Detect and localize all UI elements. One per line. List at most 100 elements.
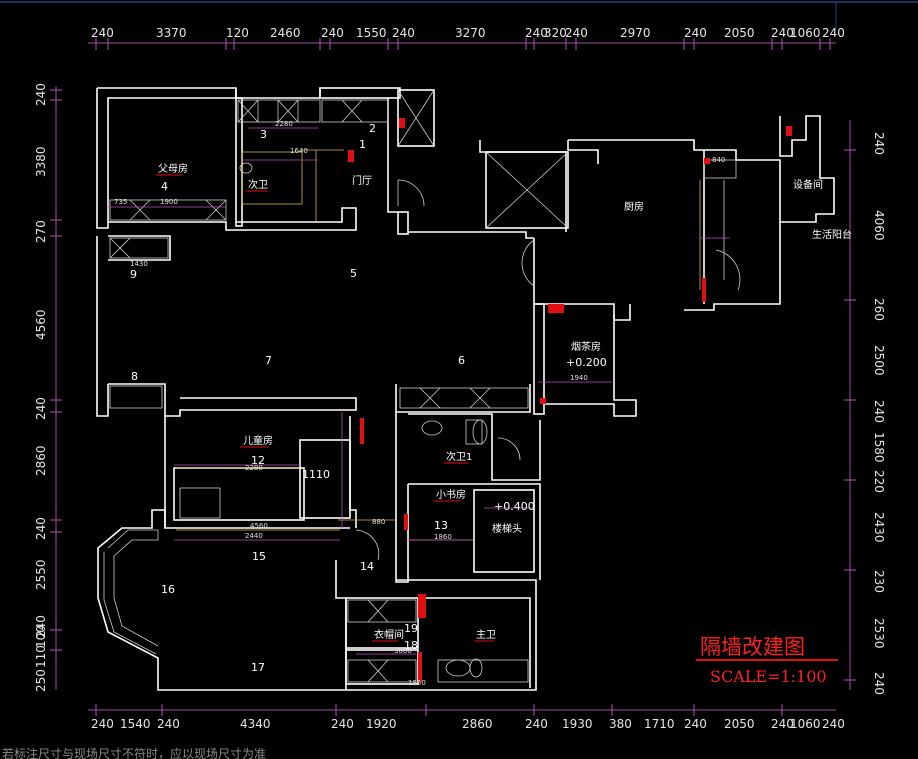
dim-left-5: 240	[34, 397, 48, 420]
walls	[96, 87, 835, 691]
small-dim-6: 4560	[250, 522, 268, 530]
room-label-kitchen: 厨房	[624, 200, 644, 213]
marker-4: 4	[161, 180, 168, 193]
dim-top-1: 240	[91, 26, 114, 40]
room-label-parents: 父母房	[158, 162, 188, 175]
dim-right-11: 240	[872, 672, 886, 695]
dim-bottom-15: 1060	[790, 717, 821, 731]
dim-top-9: 240	[525, 26, 548, 40]
dim-top-5: 240	[321, 26, 344, 40]
dim-left-8: 2550	[34, 559, 48, 590]
internal-dimensions: 2280 1640 1900 2280 2440 4560 1860 1940 …	[114, 120, 725, 687]
dim-top-6: 1550	[356, 26, 387, 40]
room-label-service-balcony: 生活阳台	[812, 228, 852, 241]
marker-19: 19	[404, 622, 418, 635]
marker-3: 3	[260, 128, 267, 141]
dim-left-1: 240	[34, 83, 48, 106]
room-level-tearoom: +0.200	[566, 356, 607, 369]
drawing-note: 若标注尺寸与现场尺寸不符时，应以现场尺寸为准	[2, 746, 266, 759]
markers: 1 2 3 4 5 6 7 8 9 10 11 12 13 14 15 16 1…	[130, 122, 465, 674]
room-label-kids: 儿童房	[243, 434, 273, 447]
small-dim-1: 2280	[275, 120, 293, 128]
marker-13: 13	[434, 519, 448, 532]
dim-left-3: 270	[34, 220, 48, 243]
room-label-master-bath: 主卫	[476, 629, 496, 641]
small-dim-5: 2440	[245, 532, 263, 540]
small-dim-12: 1430	[130, 260, 148, 268]
drawing-title: 隔墙改建图	[700, 635, 805, 659]
room-level-stairs: +0.400	[494, 500, 535, 513]
marker-15: 15	[252, 550, 266, 563]
room-label-bath1: 次卫1	[446, 450, 472, 463]
marker-10: 10	[316, 468, 330, 481]
dim-bottom-14: 240	[771, 717, 794, 731]
marker-6: 6	[458, 354, 465, 367]
marker-2: 2	[369, 122, 376, 135]
marker-17: 17	[251, 661, 265, 674]
dim-bottom-9: 1930	[562, 717, 593, 731]
dim-top-3: 120	[226, 26, 249, 40]
dim-left-2: 3380	[34, 146, 48, 177]
marker-7: 7	[265, 354, 272, 367]
dim-right-2: 4060	[872, 210, 886, 241]
bay-window	[103, 529, 159, 655]
dim-right-10: 2530	[872, 618, 886, 649]
dim-right-9: 230	[872, 570, 886, 593]
dim-right-1: 240	[872, 132, 886, 155]
dim-bottom-13: 2050	[724, 717, 755, 731]
dim-right-7: 220	[872, 470, 886, 493]
marker-14: 14	[360, 560, 374, 573]
dim-left-4: 4560	[34, 309, 48, 340]
dim-top-2: 3370	[156, 26, 187, 40]
small-dim-8: 1940	[570, 374, 588, 382]
small-dim-7: 1860	[434, 533, 452, 541]
fixtures	[239, 162, 488, 678]
dim-bottom-4: 4340	[240, 717, 271, 731]
small-dim-13: 840	[712, 156, 725, 164]
marker-11: 11	[302, 468, 316, 481]
dim-left-12: 110	[34, 645, 48, 668]
dim-right-6: 1580	[872, 432, 886, 463]
dim-bottom-7: 2860	[462, 717, 493, 731]
dim-top-17: 240	[822, 26, 845, 40]
dimension-chain-top	[55, 42, 851, 711]
dim-bottom-12: 240	[684, 717, 707, 731]
room-label-tearoom: 烟茶房	[571, 340, 601, 353]
dim-left-7: 240	[34, 517, 48, 540]
dim-left-11: 250	[34, 669, 48, 692]
new-partitions	[348, 118, 792, 682]
doors	[355, 179, 741, 561]
marker-12: 12	[251, 454, 265, 467]
dim-bottom-2: 1540	[120, 717, 151, 731]
small-dim-10: 1950	[408, 679, 426, 687]
dim-bottom-8: 240	[525, 717, 548, 731]
dim-left-9: 100	[34, 625, 48, 648]
dim-top-14: 2050	[724, 26, 755, 40]
small-dim-9: 3800	[394, 647, 412, 655]
dim-left-10: 240	[34, 615, 48, 638]
dim-bottom-10: 380	[609, 717, 632, 731]
dim-top-12: 2970	[620, 26, 651, 40]
dim-right-5: 240	[872, 400, 886, 423]
dim-top-7: 240	[392, 26, 415, 40]
marker-9: 9	[130, 268, 137, 281]
dim-top-15: 240	[771, 26, 794, 40]
dim-bottom-5: 240	[331, 717, 354, 731]
marker-5: 5	[350, 267, 357, 280]
room-label-closet: 衣帽间	[374, 628, 404, 641]
dim-left-6: 2860	[34, 445, 48, 476]
room-label-study: 小书房	[436, 488, 466, 501]
dim-right-8: 2430	[872, 512, 886, 543]
dim-top-4: 2460	[270, 26, 301, 40]
small-dim-11: 735	[114, 198, 127, 206]
marker-18: 18	[404, 639, 418, 652]
dim-right-4: 2500	[872, 345, 886, 376]
dim-top-8: 3270	[455, 26, 486, 40]
title-block: 隔墙改建图 SCALE=1:100	[696, 635, 838, 686]
small-dim-2: 1640	[290, 147, 308, 155]
dim-bottom-1: 240	[91, 717, 114, 731]
construction-lines	[108, 127, 730, 655]
room-label-bath2: 次卫	[248, 178, 268, 191]
marker-16: 16	[161, 583, 175, 596]
